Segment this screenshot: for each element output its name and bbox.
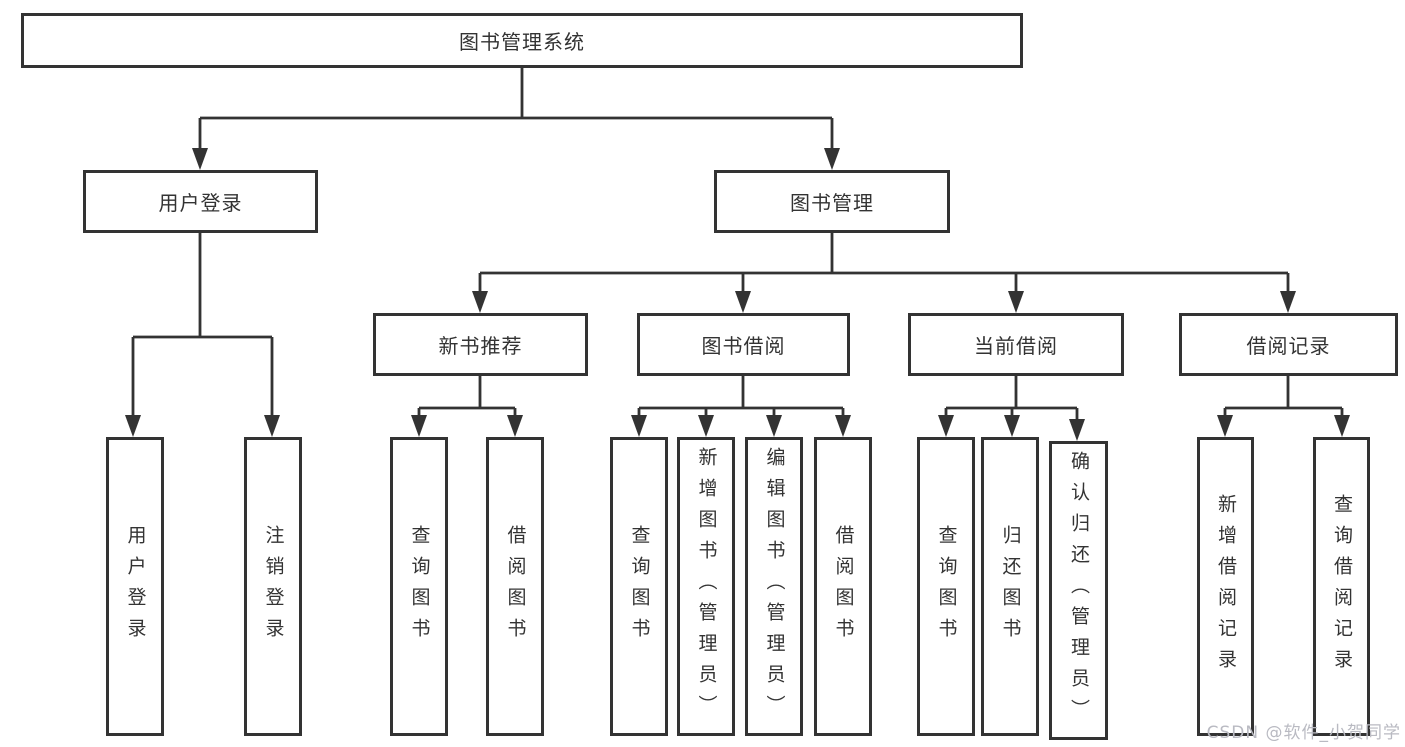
node-borrowing-records: 借阅记录: [1179, 313, 1398, 376]
node-user-login: 用户登录: [83, 170, 318, 233]
node-label: 查询图书: [408, 524, 431, 649]
node-label: 查询借阅记录: [1331, 493, 1353, 680]
node-label: 确认归还（管理员）: [1068, 451, 1090, 730]
node-label: 查询图书: [935, 524, 958, 649]
node-current-borrowing: 当前借阅: [908, 313, 1124, 376]
node-leaf-return-books: 归还图书: [981, 437, 1039, 736]
node-book-management: 图书管理: [714, 170, 950, 233]
node-leaf-borrow-books-recommend: 借阅图书: [486, 437, 544, 736]
node-leaf-confirm-return-admin: 确认归还（管理员）: [1049, 441, 1108, 740]
node-leaf-query-books-recommend: 查询图书: [390, 437, 448, 736]
node-leaf-logout: 注销登录: [244, 437, 302, 736]
node-label: 查询图书: [628, 524, 651, 649]
node-leaf-query-books-borrowing: 查询图书: [610, 437, 668, 736]
node-leaf-add-borrow-record: 新增借阅记录: [1197, 437, 1254, 736]
node-label: 归还图书: [999, 524, 1022, 649]
arrowhead-icons: [125, 148, 1350, 441]
node-label: 用户登录: [124, 524, 147, 649]
node-leaf-query-borrow-record: 查询借阅记录: [1313, 437, 1370, 736]
node-label: 编辑图书（管理员）: [763, 447, 786, 726]
node-book-borrowing: 图书借阅: [637, 313, 850, 376]
node-leaf-edit-books-admin: 编辑图书（管理员）: [745, 437, 803, 736]
node-label: 注销登录: [262, 524, 285, 649]
node-leaf-query-books-current: 查询图书: [917, 437, 975, 736]
node-library-management-system: 图书管理系统: [21, 13, 1023, 68]
node-label: 新增借阅记录: [1215, 493, 1237, 680]
node-leaf-borrow-books: 借阅图书: [814, 437, 872, 736]
node-leaf-add-books-admin: 新增图书（管理员）: [677, 437, 735, 736]
node-label: 借阅图书: [504, 524, 527, 649]
csdn-watermark: CSDN @软件_小贺同学: [1206, 723, 1401, 743]
node-new-book-recommend: 新书推荐: [373, 313, 588, 376]
node-leaf-user-login: 用户登录: [106, 437, 164, 736]
node-label: 新增图书（管理员）: [695, 447, 718, 726]
node-label: 借阅图书: [832, 524, 855, 649]
